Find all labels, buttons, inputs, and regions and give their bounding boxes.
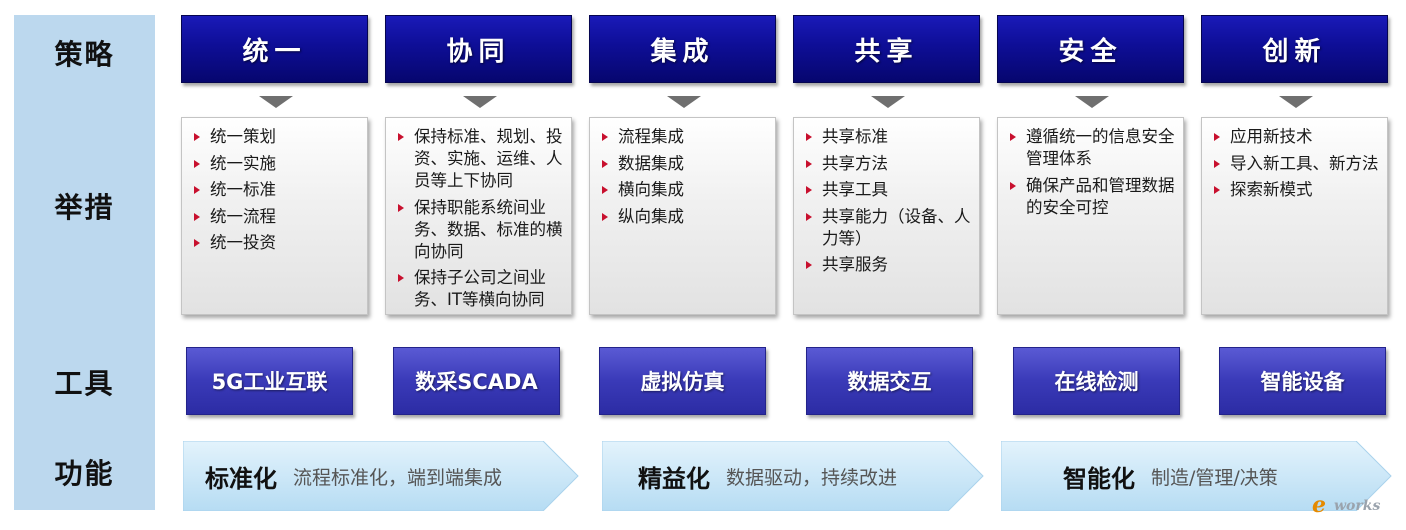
measure-item: 统一投资 (188, 232, 361, 254)
tool-box-5: 在线检测 (1013, 347, 1180, 415)
measure-item: 确保产品和管理数据的安全可控 (1004, 175, 1177, 219)
measures-box-1: 统一策划 统一实施 统一标准 统一流程 统一投资 (181, 117, 368, 315)
measure-item: 共享服务 (800, 254, 973, 276)
function-arrow-2: 精益化 数据驱动，持续改进 (602, 441, 985, 511)
watermark-text: works (1334, 498, 1381, 514)
row-label-strategy: 策略 (54, 38, 115, 71)
measure-item: 导入新工具、新方法 (1208, 153, 1381, 175)
chevron-arrow-shape (183, 441, 579, 511)
strategy-box-3: 集成 (589, 15, 776, 83)
strategy-box-4: 共享 (793, 15, 980, 83)
measure-item: 共享能力（设备、人力等） (800, 206, 973, 250)
function-name: 标准化 (205, 464, 277, 493)
measure-item: 保持标准、规划、投资、实施、运维、人员等上下协同 (392, 126, 565, 192)
row-label-measures: 举措 (54, 191, 115, 224)
measure-item: 统一标准 (188, 179, 361, 201)
measure-item: 共享方法 (800, 153, 973, 175)
tool-box-4: 数据交互 (806, 347, 973, 415)
measures-box-6: 应用新技术 导入新工具、新方法 探索新模式 (1201, 117, 1388, 315)
measure-item: 纵向集成 (596, 206, 769, 228)
chevron-arrow-shape (1001, 441, 1392, 511)
measure-item: 横向集成 (596, 179, 769, 201)
measure-item: 探索新模式 (1208, 179, 1381, 201)
function-desc: 制造/管理/决策 (1151, 466, 1278, 489)
measure-item: 统一实施 (188, 153, 361, 175)
measures-box-4: 共享标准 共享方法 共享工具 共享能力（设备、人力等） 共享服务 (793, 117, 980, 315)
tool-box-1: 5G工业互联 (186, 347, 353, 415)
measure-item: 数据集成 (596, 153, 769, 175)
function-name: 智能化 (1063, 464, 1135, 493)
tool-box-6: 智能设备 (1219, 347, 1386, 415)
strategy-box-5: 安全 (997, 15, 1184, 83)
strategy-box-2: 协同 (385, 15, 572, 83)
measures-box-2: 保持标准、规划、投资、实施、运维、人员等上下协同 保持职能系统间业务、数据、标准… (385, 117, 572, 315)
tool-box-2: 数采SCADA (393, 347, 560, 415)
eworks-watermark-logo: e works (1312, 492, 1402, 518)
function-desc: 数据驱动，持续改进 (726, 466, 898, 489)
down-triangle-icon (1075, 96, 1109, 108)
measure-item: 应用新技术 (1208, 126, 1381, 148)
measure-item: 共享工具 (800, 179, 973, 201)
measure-item: 共享标准 (800, 126, 973, 148)
measure-item: 统一策划 (188, 126, 361, 148)
strategy-box-1: 统一 (181, 15, 368, 83)
measure-item: 遵循统一的信息安全管理体系 (1004, 126, 1177, 170)
measure-item: 保持子公司之间业务、IT等横向协同 (392, 267, 565, 311)
down-triangle-icon (259, 96, 293, 108)
measure-item: 保持职能系统间业务、数据、标准的横向协同 (392, 197, 565, 263)
function-desc: 流程标准化，端到端集成 (293, 466, 503, 489)
measure-item: 流程集成 (596, 126, 769, 148)
row-label-tools: 工具 (54, 367, 115, 400)
row-label-functions: 功能 (54, 457, 115, 490)
measures-box-3: 流程集成 数据集成 横向集成 纵向集成 (589, 117, 776, 315)
tool-box-3: 虚拟仿真 (599, 347, 766, 415)
down-triangle-icon (463, 96, 497, 108)
function-arrow-1: 标准化 流程标准化，端到端集成 (183, 441, 580, 511)
function-arrow-3: 智能化 制造/管理/决策 (1001, 441, 1393, 511)
function-name: 精益化 (638, 464, 710, 493)
strategy-box-6: 创新 (1201, 15, 1388, 83)
watermark-e: e (1312, 492, 1326, 518)
measure-item: 统一流程 (188, 206, 361, 228)
down-triangle-icon (1279, 96, 1313, 108)
chevron-arrow-shape (602, 441, 984, 511)
measures-box-5: 遵循统一的信息安全管理体系 确保产品和管理数据的安全可控 (997, 117, 1184, 315)
row-label-column: 策略 举措 工具 功能 (14, 15, 155, 510)
down-triangle-icon (667, 96, 701, 108)
down-triangle-icon (871, 96, 905, 108)
